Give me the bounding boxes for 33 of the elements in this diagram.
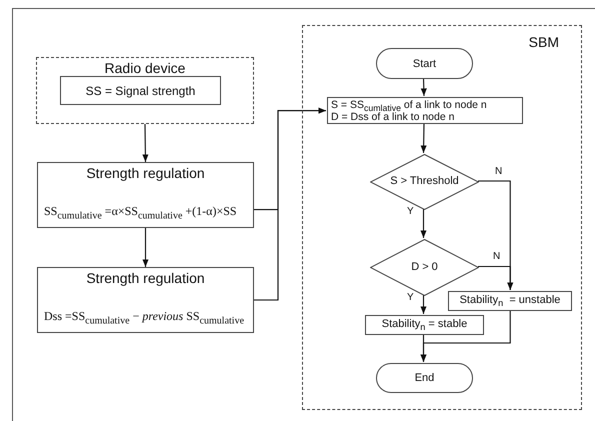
arrow — [420, 295, 427, 314]
arrow — [478, 266, 514, 290]
process-box — [37, 162, 254, 228]
edge-label: N — [492, 251, 502, 262]
arrow — [420, 123, 427, 153]
arrow — [142, 124, 148, 162]
decision-text: S > Threshold — [389, 175, 460, 187]
terminal-pill: Start — [376, 48, 473, 79]
group-heading: Radio device — [104, 60, 186, 76]
formula-text: SS$_{cumulative}$ =α×SS$_{cumulative}$ +(1-α)×SS — [44, 202, 238, 223]
box-heading: Strength regulation — [85, 270, 206, 286]
terminal-pill: End — [376, 363, 473, 393]
group-heading: SBM — [528, 34, 559, 50]
formula-text: Dss =SS$_{cumulative}$ − previous SS$_{cumulative}$ — [44, 308, 246, 328]
box-text-line: S = SS$_{cumlative}$ of a link to node n — [331, 99, 487, 114]
decision-text: D > 0 — [410, 260, 439, 272]
box-heading: Strength regulation — [85, 165, 206, 181]
box-text-line: D = Dss of a link to node n — [331, 111, 454, 123]
arrow — [420, 78, 427, 96]
arrow — [254, 108, 326, 301]
arrow — [142, 228, 149, 267]
process-box — [37, 267, 254, 333]
process-box: Stability$_{n}$ = unstable — [448, 291, 572, 311]
dashed-group-frame — [302, 25, 582, 410]
edge-label: Y — [406, 206, 415, 217]
arrow — [420, 310, 511, 362]
process-box — [327, 97, 523, 124]
edge-label: Y — [406, 292, 415, 303]
process-box: SS = Signal strength — [60, 76, 221, 105]
arrow — [420, 209, 427, 238]
process-box: Stability$_{n}$ = stable — [365, 315, 484, 335]
edge-label: N — [494, 166, 504, 177]
dashed-group-frame — [36, 57, 254, 124]
